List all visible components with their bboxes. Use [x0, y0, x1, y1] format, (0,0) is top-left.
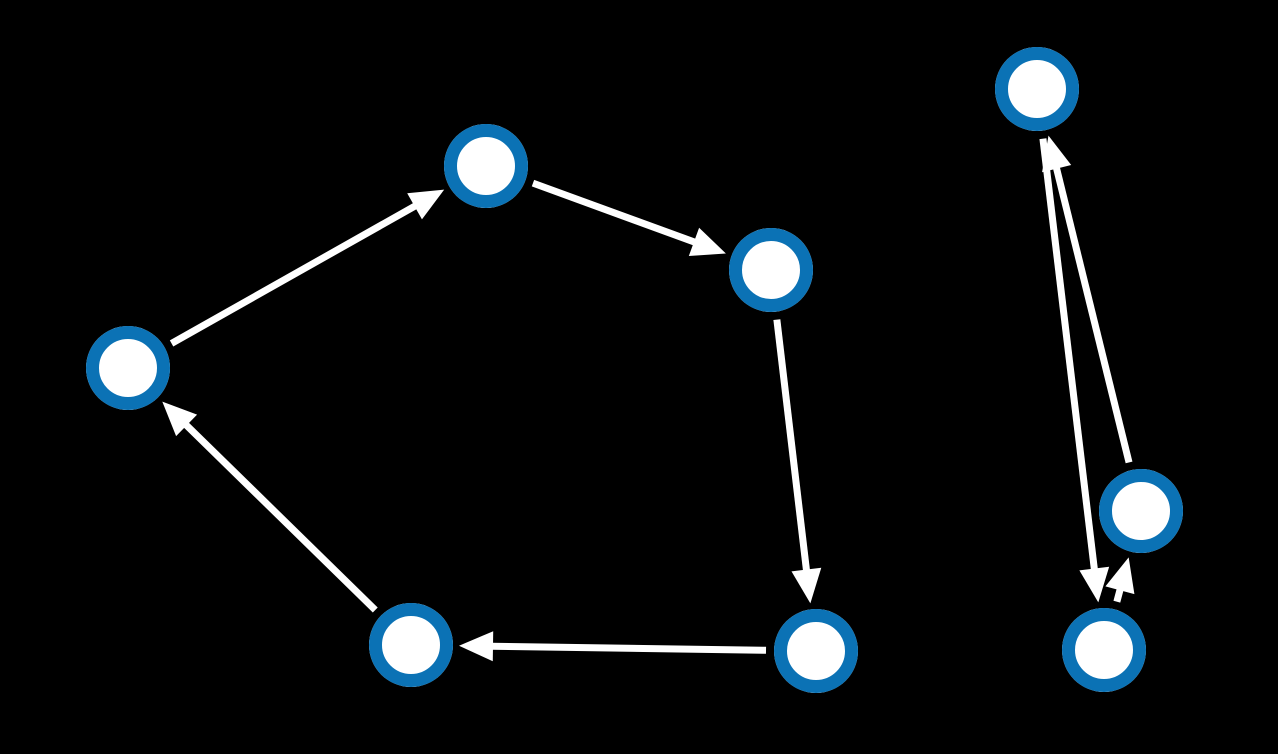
- edge-shaft: [531, 179, 698, 246]
- node-ring: [995, 47, 1079, 131]
- arrowhead-icon: [1105, 557, 1135, 595]
- arrowhead-icon: [1042, 135, 1072, 173]
- graph-node[interactable]: [86, 326, 170, 410]
- edge-shaft: [169, 202, 419, 347]
- edge-shaft: [773, 319, 811, 572]
- edge-shaft: [1052, 165, 1133, 464]
- edge-shaft: [1039, 138, 1098, 571]
- graph-edge[interactable]: [458, 631, 767, 662]
- graph-edge[interactable]: [1042, 135, 1133, 464]
- arrowhead-icon: [458, 631, 494, 662]
- nodes-layer: [86, 47, 1183, 693]
- node-ring: [1099, 469, 1183, 553]
- graph-node[interactable]: [444, 124, 528, 208]
- arrowhead-icon: [407, 189, 445, 220]
- graph-node[interactable]: [995, 47, 1079, 131]
- arrowhead-icon: [791, 567, 822, 604]
- node-ring: [86, 326, 170, 410]
- graph-edge[interactable]: [773, 319, 822, 604]
- edge-shaft: [182, 421, 378, 613]
- graph-edge[interactable]: [531, 179, 726, 256]
- edge-shaft: [1113, 587, 1124, 603]
- node-ring: [729, 228, 813, 312]
- graph-node[interactable]: [774, 609, 858, 693]
- graph-node[interactable]: [1099, 469, 1183, 553]
- graph-node[interactable]: [369, 603, 453, 687]
- graph-edge[interactable]: [162, 401, 378, 613]
- node-ring: [444, 124, 528, 208]
- node-ring: [774, 609, 858, 693]
- graph-node[interactable]: [729, 228, 813, 312]
- graph-edge[interactable]: [1105, 557, 1135, 603]
- node-ring: [369, 603, 453, 687]
- arrowhead-icon: [1079, 566, 1110, 603]
- edge-shaft: [490, 642, 767, 654]
- edges-layer: [162, 135, 1135, 662]
- arrowhead-icon: [162, 401, 198, 437]
- arrowhead-icon: [688, 227, 726, 256]
- graph-edge[interactable]: [169, 189, 445, 347]
- graph-node[interactable]: [1062, 608, 1146, 692]
- graph-edge[interactable]: [1039, 138, 1110, 603]
- node-ring: [1062, 608, 1146, 692]
